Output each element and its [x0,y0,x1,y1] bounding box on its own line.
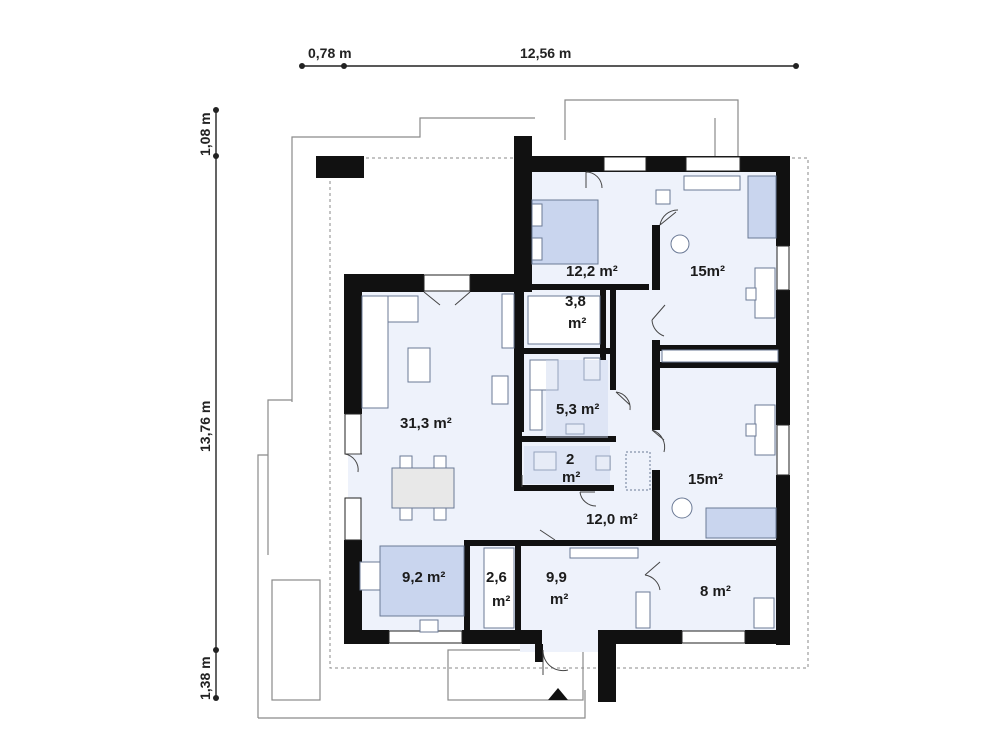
room-label-pantry-line2: m² [492,593,510,610]
dimension-left-top: 1,08 m [197,112,213,156]
dimension-top-left: 0,78 m [308,45,352,61]
dimension-top-main: 12,56 m [520,45,571,61]
room-label-storage-line1: 3,8 [565,293,586,310]
room-label-kitchen: 9,2 m² [402,569,445,586]
room-label-entrance-line2: m² [550,591,568,608]
room-label-pantry-line1: 2,6 [486,569,507,586]
room-label-bathroom: 5,3 m² [556,401,599,418]
dimension-ticks [213,63,799,701]
windows [344,156,790,644]
dimension-lines [215,65,796,700]
furniture [359,175,779,633]
room-label-wc-line2: m² [562,469,580,486]
roof-dashed-outline [329,157,809,669]
room-label-office: 8 m² [700,583,731,600]
dimension-left-bottom: 1,38 m [197,656,213,700]
walls [316,136,790,702]
room-label-entrance-line1: 9,9 [546,569,567,586]
room-label-bedroom-ne: 15m² [690,263,725,280]
doors [344,171,679,675]
room-label-storage-line2: m² [568,315,586,332]
dimension-left-main: 13,76 m [197,401,213,452]
terrace-outlines [257,99,739,719]
room-label-wc-line1: 2 [566,451,574,468]
room-label-bedroom-se: 15m² [688,471,723,488]
room-label-living: 31,3 m² [400,415,452,432]
entrance-arrow-icon [548,688,568,700]
room-label-hall: 12,0 m² [586,511,638,528]
room-label-bedroom-top: 12,2 m² [566,263,618,280]
